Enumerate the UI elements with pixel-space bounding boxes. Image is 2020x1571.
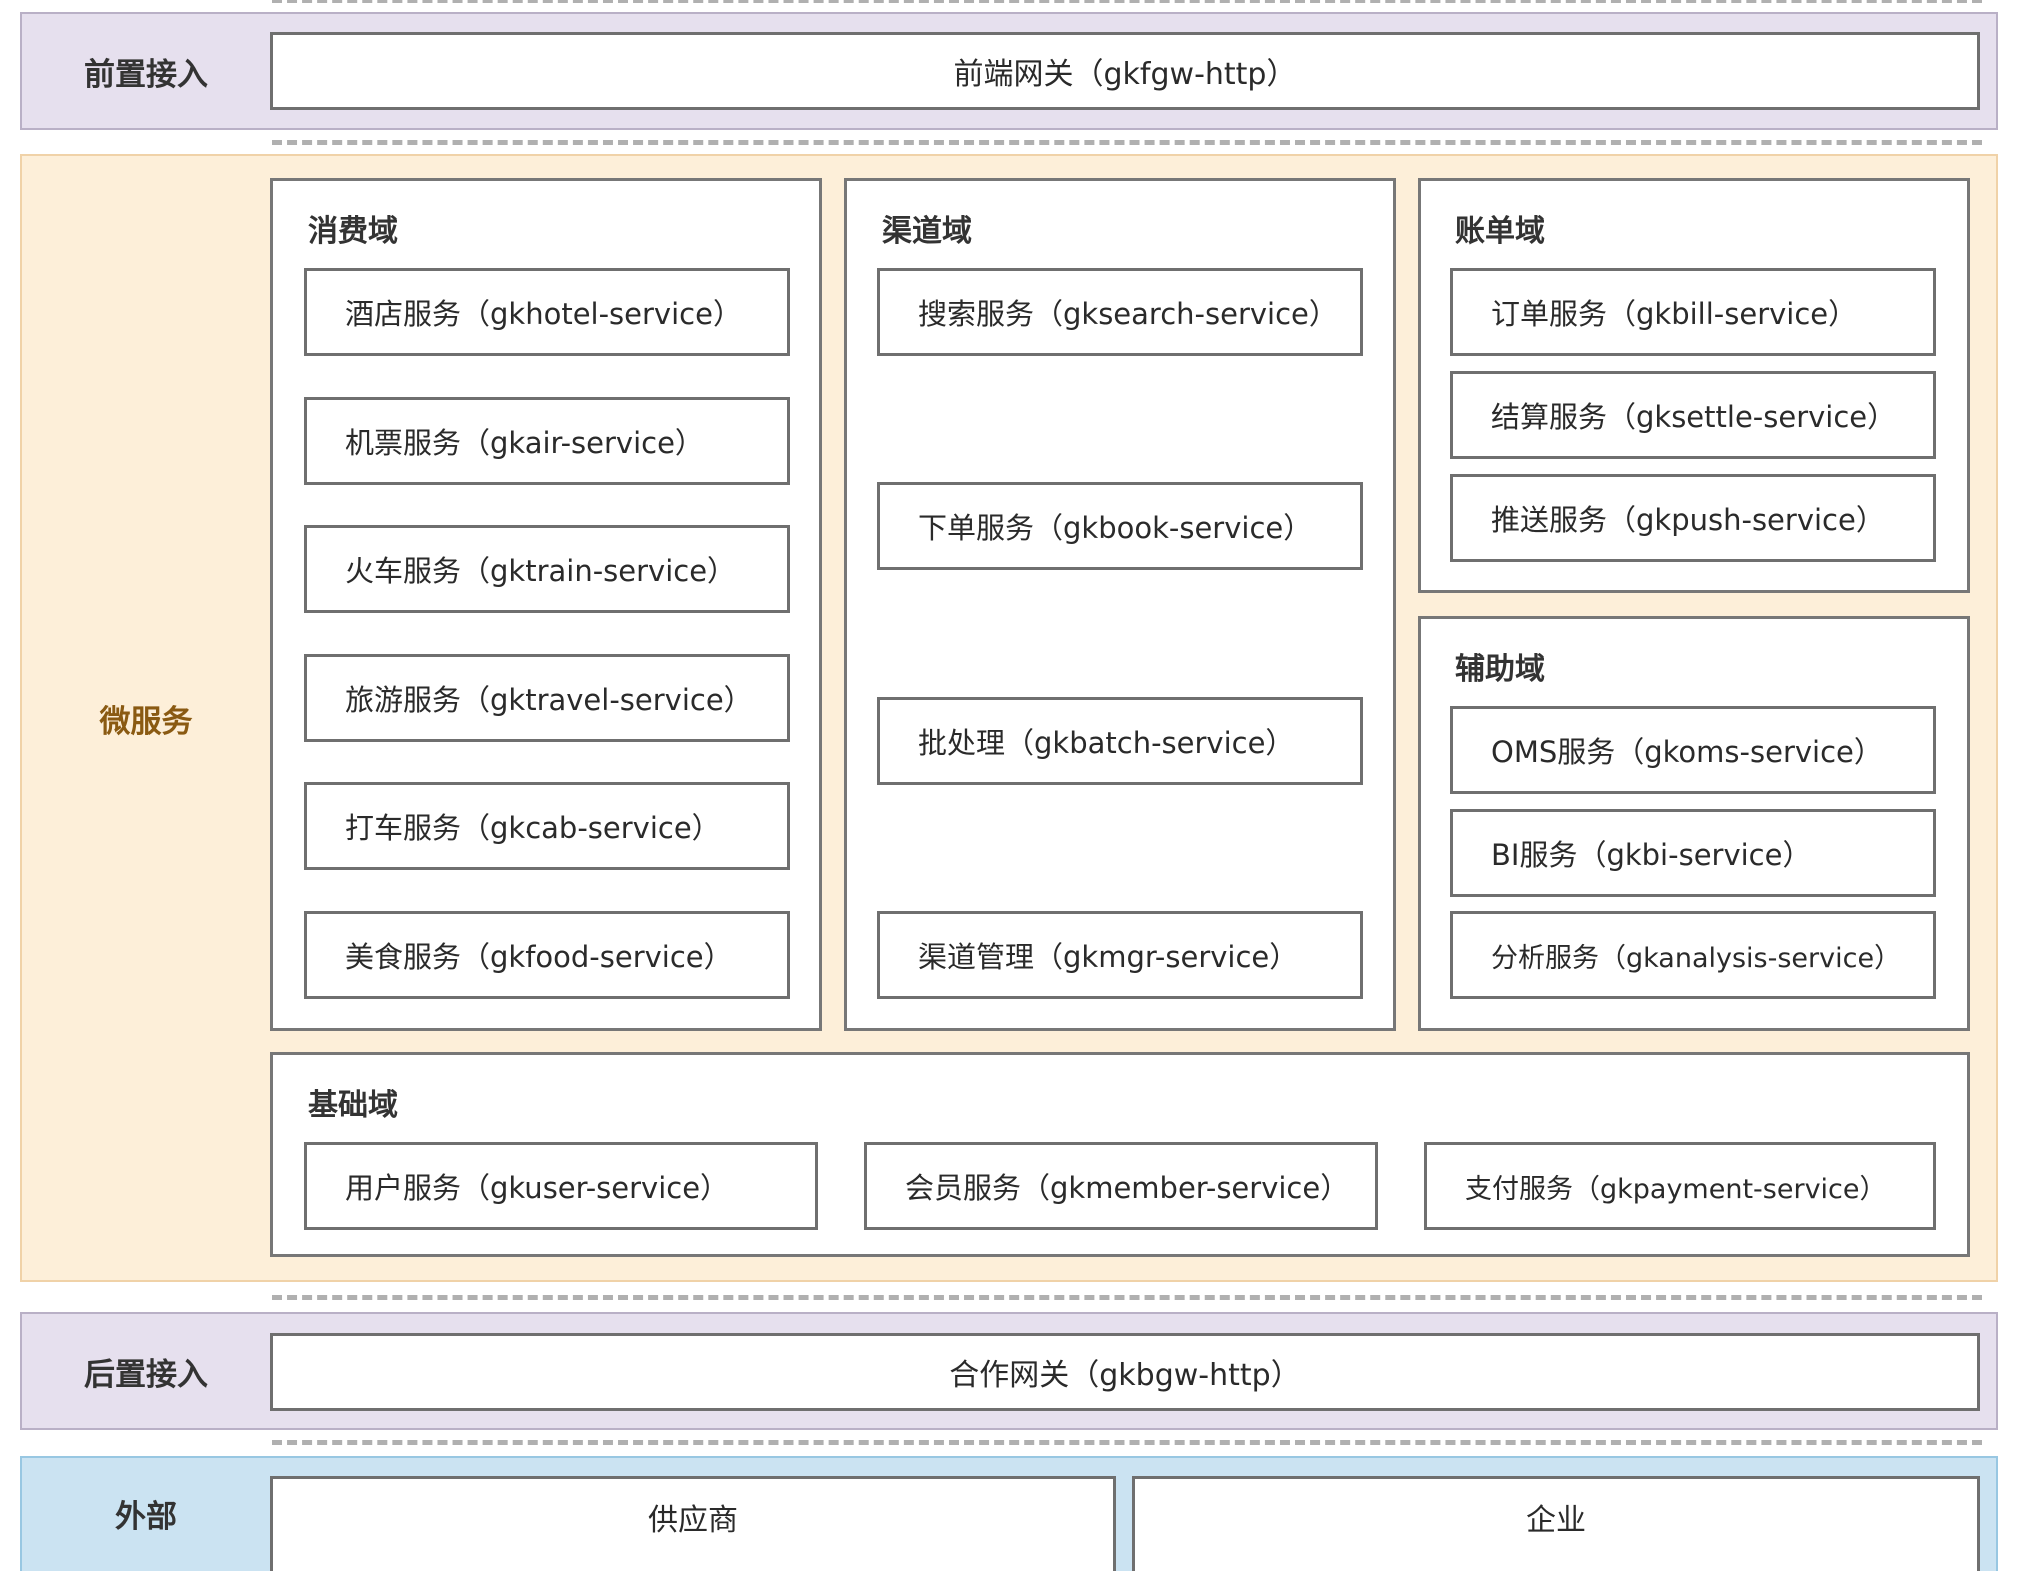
- service-member: 会员服务（gkmember-service）: [864, 1142, 1378, 1230]
- service-travel: 旅游服务（gktravel-service）: [304, 654, 790, 742]
- service-settle: 结算服务（gksettle-service）: [1450, 371, 1936, 459]
- domain-consumption-title: 消费域: [308, 214, 398, 249]
- separator-top: [272, 0, 1982, 3]
- domain-billing-title: 账单域: [1455, 214, 1545, 249]
- service-oms: OMS服务（gkoms-service）: [1450, 706, 1936, 794]
- front-access-label: 前置接入: [84, 56, 208, 93]
- domain-channel-title: 渠道域: [882, 214, 972, 249]
- front-gateway-box: 前端网关（gkfgw-http）: [270, 32, 1980, 110]
- external-label: 外部: [115, 1499, 177, 1535]
- service-analysis: 分析服务（gkanalysis-service）: [1450, 911, 1936, 999]
- service-air: 机票服务（gkair-service）: [304, 397, 790, 485]
- service-hotel: 酒店服务（gkhotel-service）: [304, 268, 790, 356]
- service-mgr: 渠道管理（gkmgr-service）: [877, 911, 1363, 999]
- back-gateway-box: 合作网关（gkbgw-http）: [270, 1333, 1980, 1411]
- service-payment: 支付服务（gkpayment-service）: [1424, 1142, 1936, 1230]
- service-book: 下单服务（gkbook-service）: [877, 482, 1363, 570]
- service-push: 推送服务（gkpush-service）: [1450, 474, 1936, 562]
- separator-1: [272, 140, 1982, 145]
- service-train: 火车服务（gktrain-service）: [304, 525, 790, 613]
- external-supplier-box: 供应商: [270, 1476, 1116, 1571]
- service-search: 搜索服务（gksearch-service）: [877, 268, 1363, 356]
- service-bi: BI服务（gkbi-service）: [1450, 809, 1936, 897]
- domain-foundation-title: 基础域: [308, 1088, 398, 1123]
- separator-3: [272, 1440, 1982, 1445]
- service-batch: 批处理（gkbatch-service）: [877, 697, 1363, 785]
- service-cab: 打车服务（gkcab-service）: [304, 782, 790, 870]
- external-enterprise-box: 企业: [1132, 1476, 1980, 1571]
- service-food: 美食服务（gkfood-service）: [304, 911, 790, 999]
- back-access-label: 后置接入: [84, 1356, 208, 1393]
- service-user: 用户服务（gkuser-service）: [304, 1142, 818, 1230]
- microservice-label: 微服务: [99, 703, 193, 740]
- service-bill: 订单服务（gkbill-service）: [1450, 268, 1936, 356]
- separator-2: [272, 1295, 1982, 1300]
- domain-auxiliary-title: 辅助域: [1455, 652, 1545, 687]
